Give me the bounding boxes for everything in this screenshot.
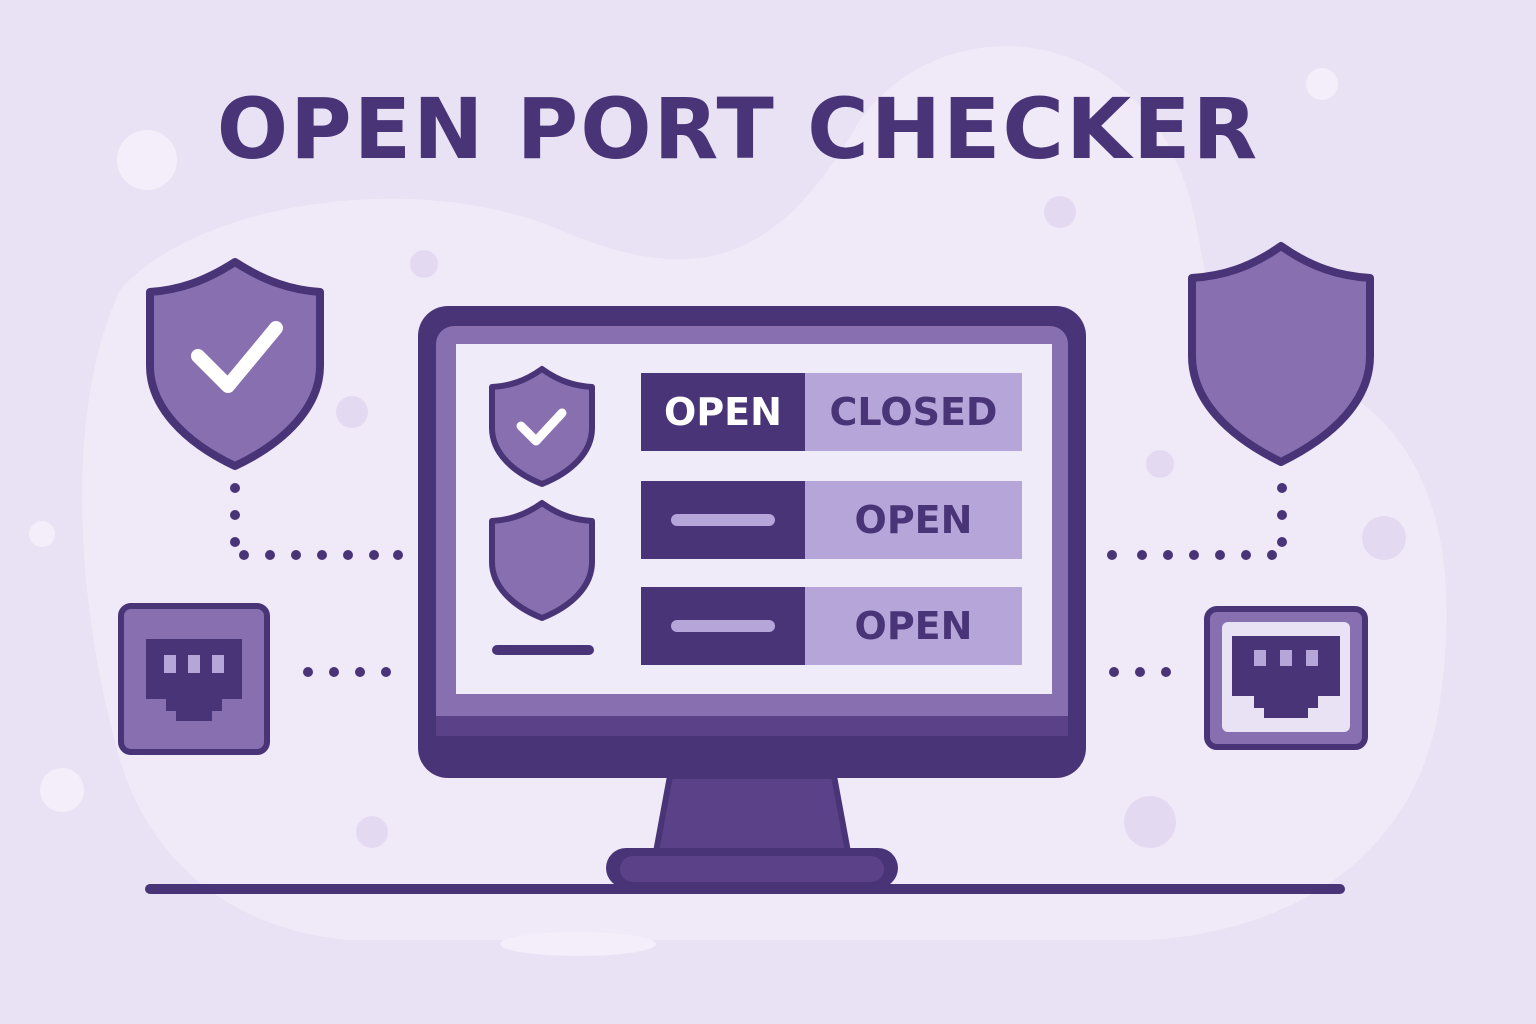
floor-line — [145, 884, 1345, 894]
port-row: OPEN — [641, 587, 1022, 665]
port-status-open: OPEN — [805, 481, 1022, 559]
shield-check-icon — [146, 258, 324, 470]
shield-icon — [1188, 242, 1374, 466]
placeholder-bar — [671, 514, 775, 526]
ethernet-port-icon — [118, 603, 270, 755]
port-status-open: OPEN — [641, 373, 805, 451]
port-row: OPEN CLOSED — [641, 373, 1022, 451]
port-status-closed: CLOSED — [805, 373, 1022, 451]
monitor-stand — [606, 773, 898, 888]
shield-icon — [489, 500, 595, 621]
placeholder-bar — [671, 620, 775, 632]
divider-line — [492, 645, 594, 655]
port-placeholder — [641, 587, 805, 665]
port-row: OPEN — [641, 481, 1022, 559]
shield-check-icon — [489, 366, 595, 487]
page-title: OPEN PORT CHECKER — [216, 80, 1260, 178]
monitor-chin — [436, 716, 1068, 736]
ethernet-port-icon — [1204, 606, 1368, 750]
port-status-open: OPEN — [805, 587, 1022, 665]
port-placeholder — [641, 481, 805, 559]
